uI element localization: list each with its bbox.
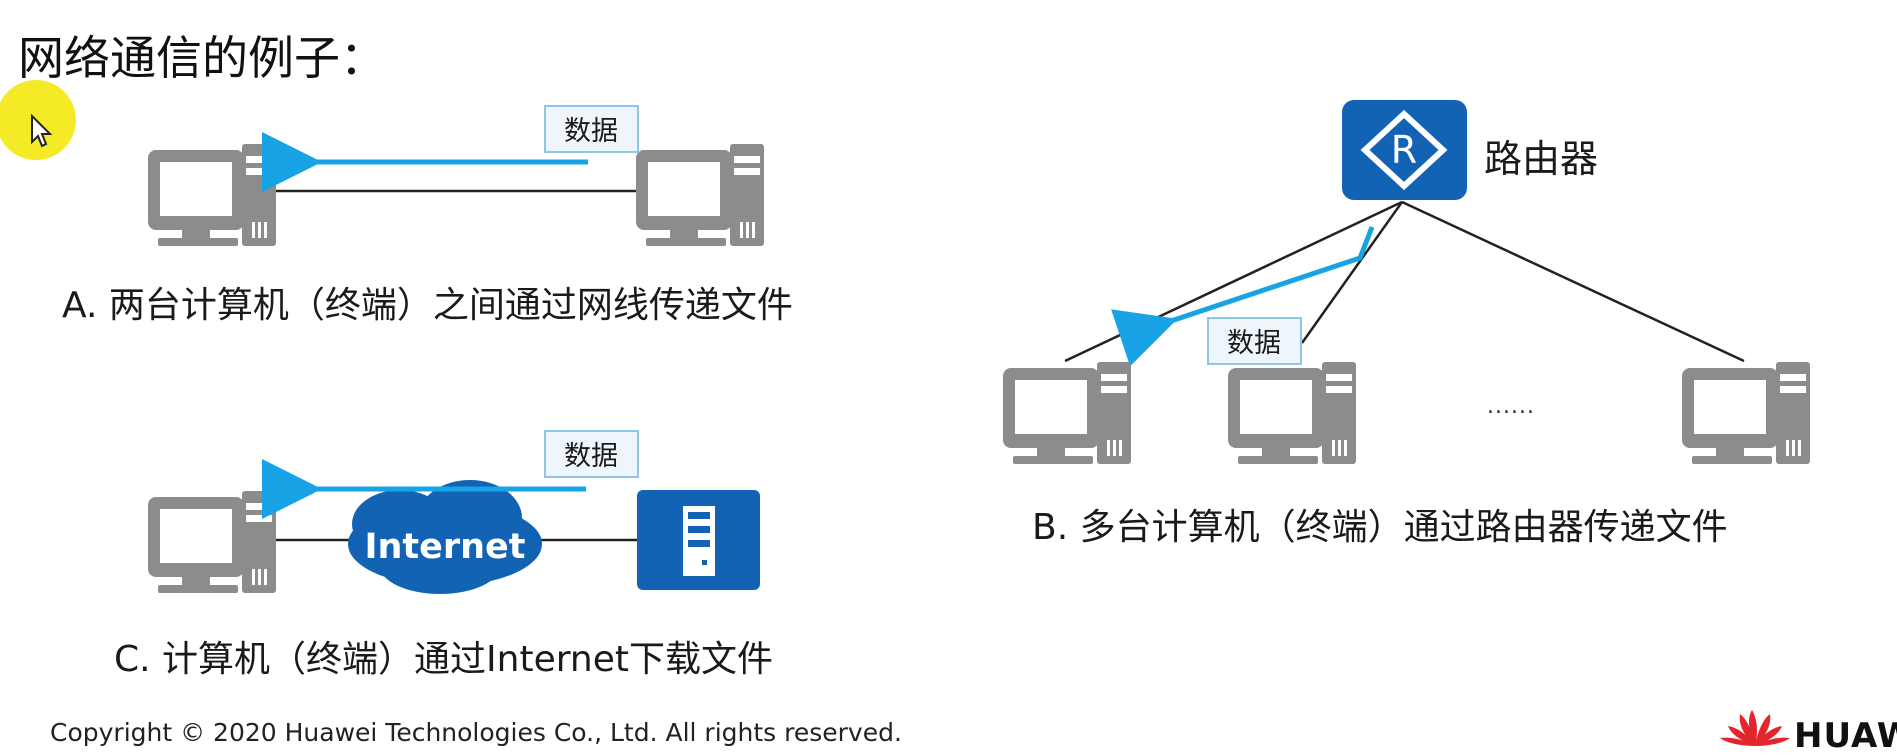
link-router-pc3 — [1401, 200, 1745, 363]
caption-b: B. 多台计算机（终端）通过路由器传递文件 — [1032, 507, 1728, 548]
computer-icon — [148, 491, 276, 593]
huawei-logo-icon — [1720, 710, 1790, 746]
data-tag-a: 数据 — [544, 105, 639, 153]
computer-icon — [1228, 362, 1356, 464]
data-tag-label: 数据 — [1227, 328, 1281, 359]
copyright-notice: Copyright © 2020 Huawei Technologies Co.… — [50, 718, 902, 747]
data-tag-label: 数据 — [564, 441, 618, 472]
computer-icon — [1003, 362, 1131, 464]
internet-cloud-icon: Internet — [348, 480, 542, 594]
router-icon: R — [1342, 100, 1467, 200]
computer-icon — [1682, 362, 1810, 464]
computer-icon — [148, 144, 276, 246]
cursor-highlight — [0, 80, 76, 160]
computer-icon — [636, 144, 764, 246]
caption-c: C. 计算机（终端）通过Internet下载文件 — [114, 639, 773, 680]
brand-name: HUAW — [1794, 716, 1897, 756]
data-tag-label: 数据 — [564, 116, 618, 147]
slide-title: 网络通信的例子： — [18, 31, 386, 85]
router-label: 路由器 — [1484, 137, 1599, 181]
data-tag-b: 数据 — [1207, 317, 1302, 365]
server-icon — [637, 490, 760, 590]
internet-label: Internet — [364, 527, 525, 567]
more-computers-ellipsis: ...... — [1487, 394, 1535, 419]
router-symbol: R — [1391, 128, 1417, 172]
link-router-pc2 — [1300, 201, 1404, 344]
data-flow-arrow-b — [1111, 226, 1375, 367]
mouse-cursor-icon — [31, 114, 52, 148]
data-tag-c: 数据 — [544, 430, 639, 478]
caption-a: A. 两台计算机（终端）之间通过网线传递文件 — [62, 285, 793, 326]
